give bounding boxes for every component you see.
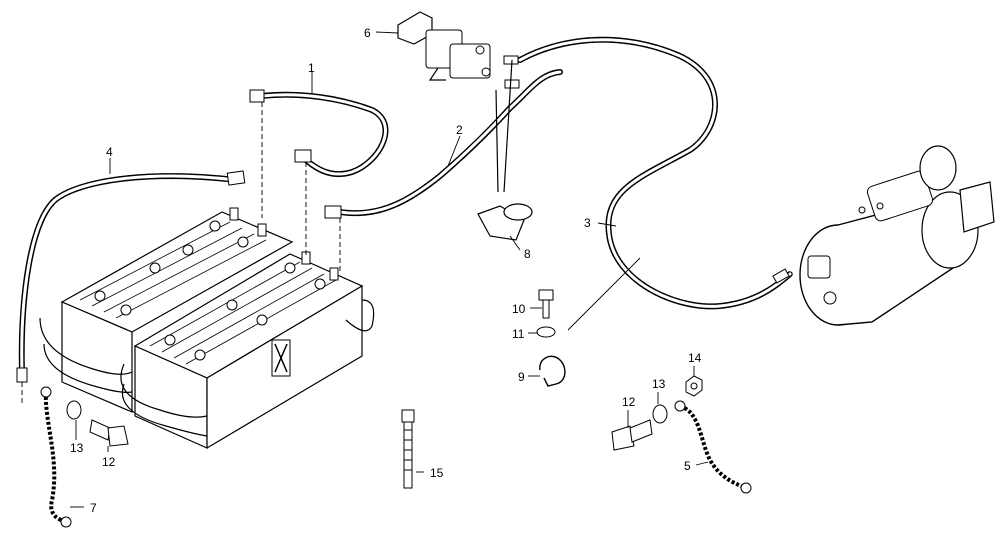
washer-13-right: [652, 404, 668, 424]
washer-11: [536, 326, 556, 338]
terminal-cover: [477, 59, 533, 241]
assembly-lines: [21, 102, 341, 404]
bolt-10: [538, 289, 554, 319]
battery-right: [120, 251, 375, 450]
callout-2: 2: [456, 123, 463, 137]
nut-14: [685, 375, 703, 397]
callout-11: 11: [512, 327, 525, 341]
callout-labels: 1 2 3 4 5 6 7 8 9 10 11 12 12 13 13 14 1…: [70, 26, 702, 515]
cable-4: [16, 170, 246, 383]
callout-12-left: 12: [102, 455, 116, 469]
callout-5: 5: [684, 459, 691, 473]
callout-13-right: 13: [652, 377, 666, 391]
clip-9: [539, 355, 566, 387]
callout-8: 8: [524, 247, 531, 261]
callout-3: 3: [584, 216, 591, 230]
callout-9: 9: [518, 370, 525, 384]
callout-7: 7: [90, 501, 97, 515]
callout-12-right: 12: [622, 395, 636, 409]
ground-strap-5: [674, 400, 752, 494]
washer-13-left: [66, 400, 82, 420]
battery-left: [39, 207, 294, 413]
callout-10: 10: [512, 302, 526, 316]
cable-2: [324, 69, 563, 219]
leader-lines: [70, 31, 709, 508]
cable-3: [503, 36, 793, 310]
callout-13-left: 13: [70, 441, 84, 455]
callout-15: 15: [430, 466, 444, 480]
ground-strap-7: [40, 386, 72, 528]
callout-14: 14: [688, 351, 702, 365]
cable-tie-15: [401, 409, 415, 489]
starter-motor: [799, 145, 995, 326]
callout-6: 6: [364, 26, 371, 40]
callout-4: 4: [106, 145, 113, 159]
bolt-12-left: [89, 419, 129, 447]
bolt-12-right: [611, 419, 653, 451]
battery-isolator-switch: [397, 11, 491, 81]
cable-1: [249, 89, 389, 178]
callout-1: 1: [308, 61, 315, 75]
